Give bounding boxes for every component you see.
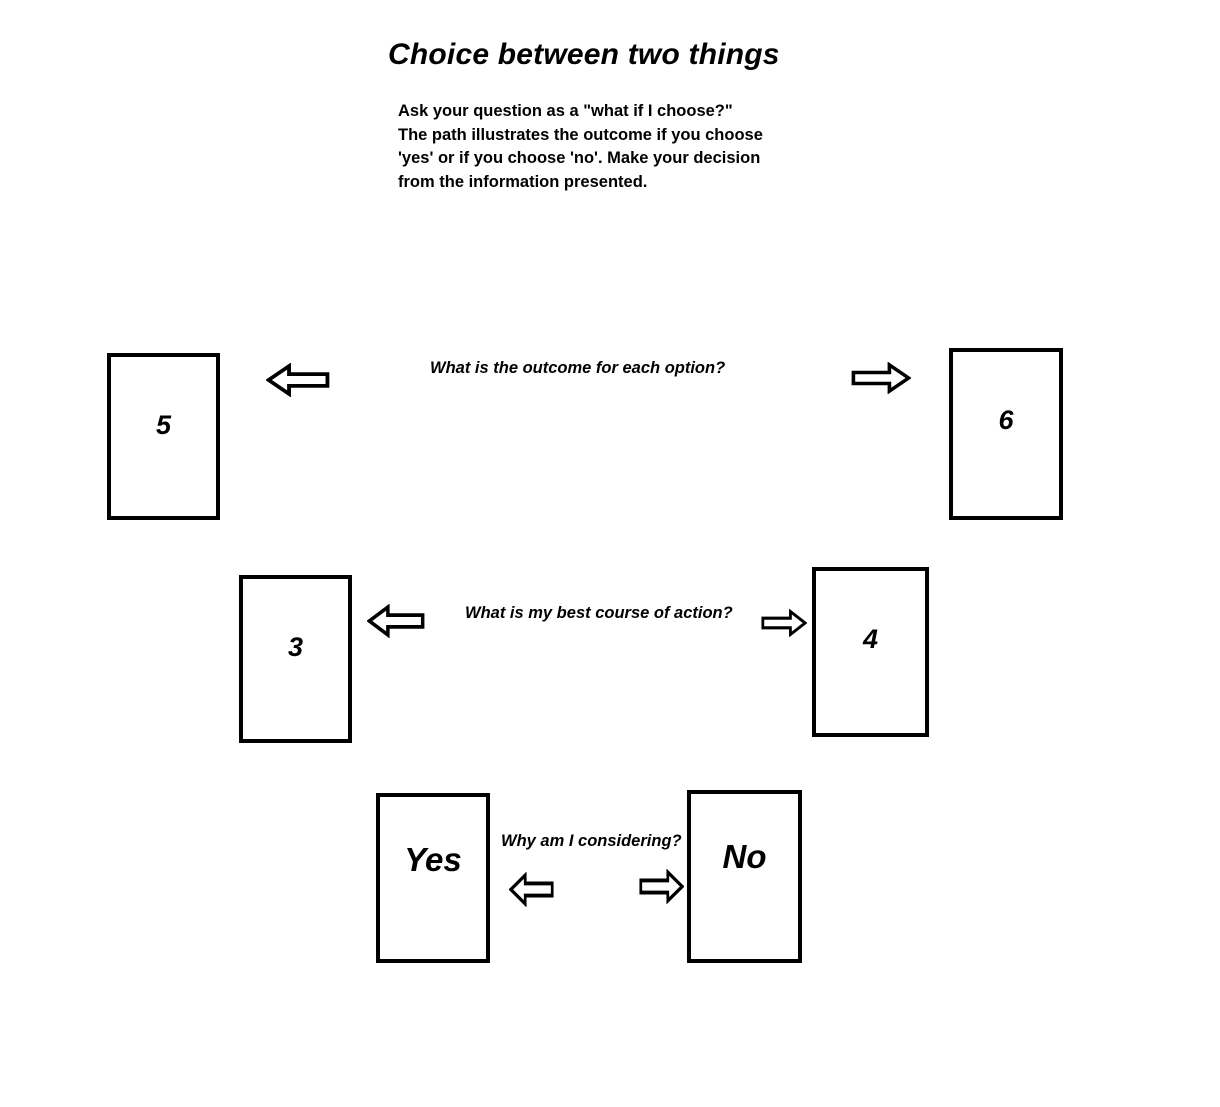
- box-no[interactable]: No: [687, 790, 802, 963]
- arrow-right-icon: [761, 609, 807, 637]
- arrow-right-icon: [851, 362, 911, 394]
- box-five[interactable]: 5: [107, 353, 220, 520]
- box-three-label: 3: [287, 632, 304, 662]
- intro-line-1: Ask your question as a "what if I choose…: [398, 102, 733, 120]
- arrow-left-icon: [509, 872, 554, 907]
- page-title: Choice between two things: [388, 38, 780, 71]
- box-no-label: No: [722, 838, 767, 875]
- arrow-right-icon: [639, 869, 684, 904]
- box-five-label: 5: [155, 410, 172, 440]
- box-six-label: 6: [998, 405, 1014, 435]
- box-four[interactable]: 4: [812, 567, 929, 737]
- question-considering: Why am I considering?: [501, 832, 682, 850]
- box-four-label: 4: [862, 624, 879, 654]
- question-outcome: What is the outcome for each option?: [430, 359, 726, 377]
- arrow-left-icon: [266, 363, 330, 397]
- question-course-of-action: What is my best course of action?: [465, 604, 733, 622]
- box-yes[interactable]: Yes: [376, 793, 490, 963]
- intro-line-2: The path illustrates the outcome if you …: [398, 125, 763, 144]
- intro-paragraph: Ask your question as a "what if I choose…: [398, 100, 763, 194]
- intro-line-4: from the information presented.: [398, 172, 648, 191]
- box-yes-label: Yes: [404, 841, 462, 878]
- intro-line-3: 'yes' or if you choose 'no'. Make your d…: [398, 149, 761, 167]
- arrow-left-icon: [367, 604, 425, 638]
- box-three[interactable]: 3: [239, 575, 352, 743]
- box-six[interactable]: 6: [949, 348, 1063, 520]
